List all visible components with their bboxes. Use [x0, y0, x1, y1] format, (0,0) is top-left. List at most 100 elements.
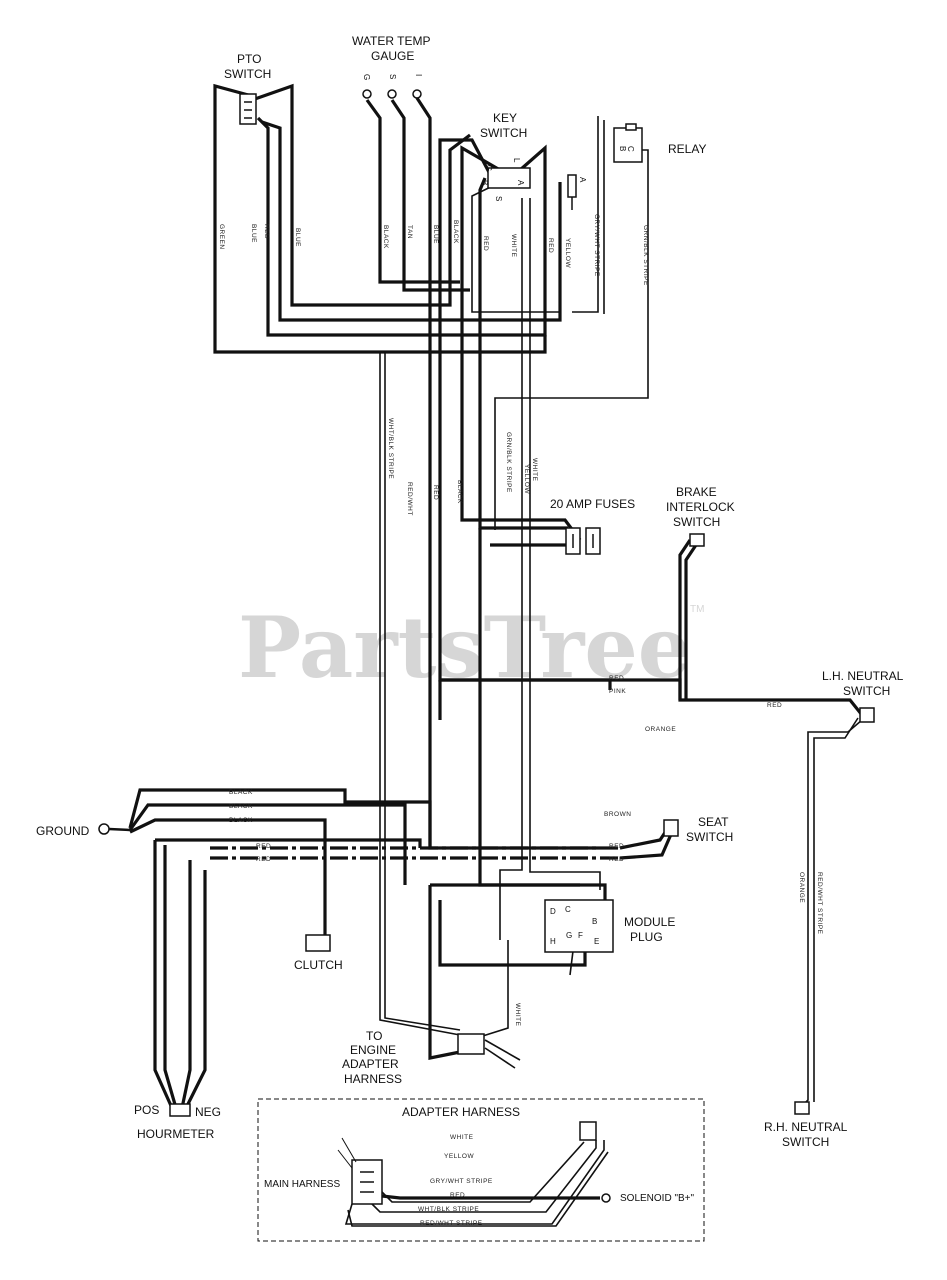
adapter-label-gry: GRY/WHT STRIPE [430, 1178, 493, 1185]
key-switch-label-2: SWITCH [480, 126, 527, 140]
adapter-solenoid-ring [601, 1193, 611, 1203]
adapter-engine-connector [579, 1121, 597, 1141]
wire-label-pink: PINK [609, 688, 626, 695]
module-pin-g: G [566, 931, 572, 940]
wire-gauge-g [365, 99, 460, 284]
wire-pto-blue2 [256, 116, 547, 337]
wire-label-ground-black-3: BLACK [229, 817, 253, 824]
module-pin-e: E [594, 937, 599, 946]
rh-neutral-switch: R.H. NEUTRAL SWITCH [764, 1101, 848, 1149]
wire-lh-rh-1 [799, 719, 863, 1109]
hourmeter-neg: NEG [195, 1105, 221, 1119]
pto-switch-body [239, 93, 257, 125]
wire-seat-red2 [619, 831, 674, 860]
wire-module-white [469, 940, 509, 1041]
wire-relay-left [572, 116, 599, 313]
wire-label-key-red2: RED [547, 238, 554, 253]
wire-hour-3 [180, 860, 192, 1109]
hourmeter: POS NEG HOURMETER [134, 1103, 221, 1141]
module-pin-f: F [578, 931, 583, 940]
engine-adapter-label-4: HARNESS [344, 1072, 402, 1086]
module-plug-label-2: PLUG [630, 930, 663, 944]
relay: B C RELAY [613, 123, 706, 163]
module-plug-label-1: MODULE [624, 915, 675, 929]
relay-label: RELAY [668, 142, 706, 156]
lh-neutral-label-2: SWITCH [843, 684, 890, 698]
lh-neutral-label-1: L.H. NEUTRAL [822, 669, 904, 683]
wire-label-seat-red2: RED [609, 856, 624, 863]
wire-label-trunk-1: WHT/BLK STRIPE [387, 418, 394, 479]
brake-label-1: BRAKE [676, 485, 717, 499]
module-pin-b: B [592, 917, 597, 926]
adapter-main-harness-label: MAIN HARNESS [264, 1179, 340, 1190]
module-pin-c: C [565, 905, 571, 914]
svg-text:B: B [618, 146, 627, 151]
adapter-harness-inset: ADAPTER HARNESS MAIN HARNESS SOLENOID "B… [257, 1098, 705, 1242]
wire-label-rh-orange: ORANGE [798, 872, 805, 903]
connector-a-label: A [578, 177, 587, 183]
key-switch: KEY SWITCH G L B A S [480, 111, 531, 201]
wire-hour-2 [163, 845, 178, 1109]
wire-label-red-to-lh: RED [609, 675, 624, 682]
wire-key-white [471, 179, 561, 313]
wire-key-fuse [478, 177, 568, 530]
connector-a: A [567, 174, 587, 210]
seat-switch-body [663, 819, 679, 837]
wire-label-rh-wire: RED/WHT STRIPE [816, 872, 823, 935]
ground-label: GROUND [36, 824, 90, 838]
brake-interlock-switch: BRAKE INTERLOCK SWITCH [666, 485, 735, 547]
gauge-terminal-i [412, 89, 422, 99]
trunk-7 [499, 198, 523, 940]
wire-label-relay-left: GRY/WHT STRIPE [593, 214, 600, 277]
brake-label-3: SWITCH [673, 515, 720, 529]
watermark-brand: PartsTree [238, 598, 691, 697]
wire-key-red [460, 145, 582, 541]
engine-adapter-label-1: TO [366, 1029, 382, 1043]
rh-neutral-body [794, 1101, 810, 1115]
pto-switch-label-2: SWITCH [224, 67, 271, 81]
clutch-body [305, 934, 331, 952]
trunk-1 [379, 352, 461, 1036]
wire-label-red-lh: RED [767, 702, 782, 709]
wire-label-key-white: WHITE [510, 234, 517, 258]
wire-pto-green [213, 83, 430, 354]
wire-engine-stub-2 [484, 1047, 516, 1069]
wire-label-brown: BROWN [604, 811, 631, 818]
key-pin-l: L [512, 158, 521, 163]
ground-ring [98, 823, 110, 835]
gauge-pin-i: I [414, 74, 423, 76]
watermark-trademark: TM [690, 604, 704, 615]
hourmeter-pos: POS [134, 1103, 159, 1117]
wire-hour-1 [153, 840, 174, 1109]
hourmeter-body [169, 1103, 191, 1117]
adapter-wire-gry [381, 1141, 585, 1203]
rh-neutral-label-1: R.H. NEUTRAL [764, 1120, 848, 1134]
wire-label-key-black: BLACK [452, 220, 459, 244]
seat-switch-label-2: SWITCH [686, 830, 733, 844]
wire-label-ground-black-1: BLACK [229, 789, 253, 796]
wire-label-pto-mid2: RED [263, 224, 270, 239]
watermark: PartsTree TM [238, 598, 704, 697]
brake-switch-body [689, 533, 705, 547]
wire-hour-bundle-a [155, 838, 422, 848]
main-harness-wires [128, 83, 864, 1109]
fuses: 20 AMP FUSES [550, 497, 635, 555]
wire-label-trunk-3: RED [432, 485, 439, 500]
wire-label-key-red: RED [482, 236, 489, 251]
wire-label-ground-red-1: RED [256, 843, 271, 850]
gauge-pin-g: G [362, 74, 371, 80]
key-switch-label-1: KEY [493, 111, 517, 125]
wire-label-gauge-s: TAN [406, 225, 413, 239]
key-pin-b: B [480, 180, 489, 185]
engine-adapter-connector: TO ENGINE ADAPTER HARNESS [342, 1029, 485, 1086]
wire-label-key-yellow: YELLOW [564, 238, 571, 268]
gauge-terminal-s [387, 89, 397, 99]
adapter-label-yellow: YELLOW [444, 1153, 474, 1160]
hourmeter-label: HOURMETER [137, 1127, 215, 1141]
wire-label-relay-right: GRN/BLK STRIPE [642, 225, 649, 286]
key-pin-g: G [484, 165, 493, 171]
engine-adapter-label-3: ADAPTER [342, 1057, 399, 1071]
wire-label-white-bottom: WHITE [514, 1003, 521, 1027]
adapter-wire-red [381, 1194, 600, 1200]
wire-key-yellow [518, 144, 547, 180]
